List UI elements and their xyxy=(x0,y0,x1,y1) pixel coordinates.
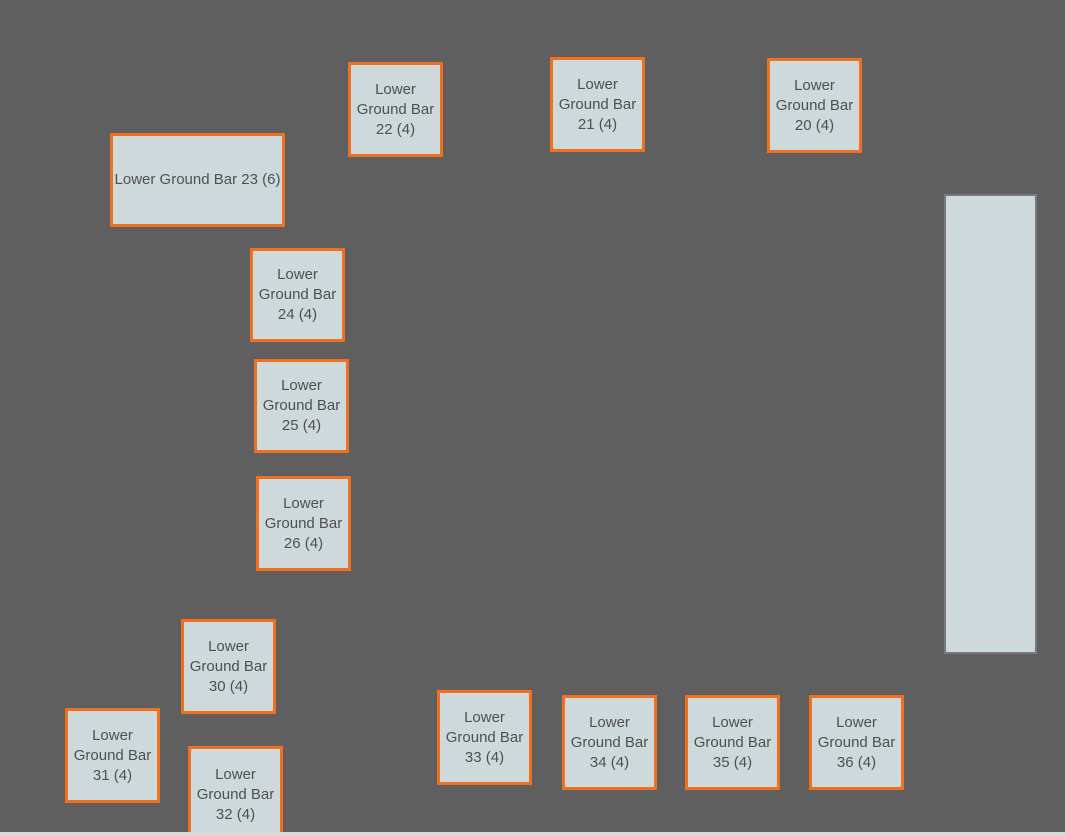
table-lower-ground-bar-33[interactable]: Lower Ground Bar 33 (4) xyxy=(437,690,532,785)
table-label: Lower Ground Bar 25 (4) xyxy=(262,377,341,434)
table-label: Lower Ground Bar 21 (4) xyxy=(558,75,637,133)
table-label: Lower Ground Bar 30 (4) xyxy=(189,637,268,695)
table-label: Lower Ground Bar 22 (4) xyxy=(356,80,435,138)
table-lower-ground-bar-23[interactable]: Lower Ground Bar 23 (6) xyxy=(110,133,285,227)
table-label: Lower Ground Bar 20 (4) xyxy=(775,76,854,134)
table-label: Lower Ground Bar 34 (4) xyxy=(570,713,649,771)
table-lower-ground-bar-22[interactable]: Lower Ground Bar 22 (4) xyxy=(348,62,443,157)
table-label: Lower Ground Bar 36 (4) xyxy=(817,713,896,771)
table-lower-ground-bar-34[interactable]: Lower Ground Bar 34 (4) xyxy=(562,695,657,790)
table-label: Lower Ground Bar 23 (6) xyxy=(114,171,281,188)
table-lower-ground-bar-21[interactable]: Lower Ground Bar 21 (4) xyxy=(550,57,645,152)
table-lower-ground-bar-32[interactable]: Lower Ground Bar 32 (4) xyxy=(188,746,283,836)
table-lower-ground-bar-36[interactable]: Lower Ground Bar 36 (4) xyxy=(809,695,904,790)
table-lower-ground-bar-35[interactable]: Lower Ground Bar 35 (4) xyxy=(685,695,780,790)
table-label: Lower Ground Bar 24 (4) xyxy=(258,266,337,323)
table-label: Lower Ground Bar 35 (4) xyxy=(693,713,772,771)
bar-counter xyxy=(944,194,1037,654)
table-lower-ground-bar-26[interactable]: Lower Ground Bar 26 (4) xyxy=(256,476,351,571)
canvas-bottom-edge xyxy=(0,832,1065,836)
table-lower-ground-bar-30[interactable]: Lower Ground Bar 30 (4) xyxy=(181,619,276,714)
table-lower-ground-bar-20[interactable]: Lower Ground Bar 20 (4) xyxy=(767,58,862,153)
table-lower-ground-bar-24[interactable]: Lower Ground Bar 24 (4) xyxy=(250,248,345,342)
table-label: Lower Ground Bar 33 (4) xyxy=(445,708,524,766)
table-lower-ground-bar-31[interactable]: Lower Ground Bar 31 (4) xyxy=(65,708,160,803)
table-label: Lower Ground Bar 32 (4) xyxy=(196,766,275,823)
table-label: Lower Ground Bar 31 (4) xyxy=(73,726,152,784)
table-label: Lower Ground Bar 26 (4) xyxy=(264,494,343,552)
table-lower-ground-bar-25[interactable]: Lower Ground Bar 25 (4) xyxy=(254,359,349,453)
